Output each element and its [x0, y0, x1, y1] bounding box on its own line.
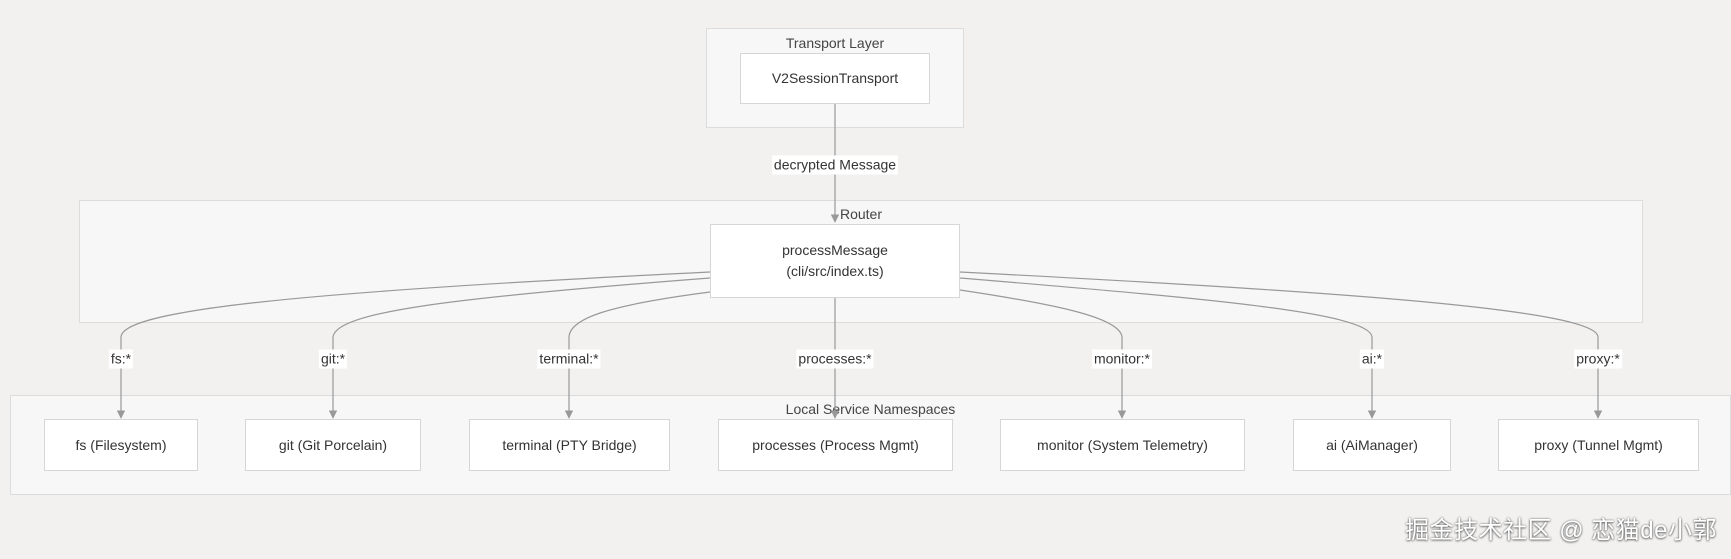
router-title: Router — [839, 206, 883, 222]
edge-label-processes: processes:* — [796, 349, 874, 369]
transport-node: V2SessionTransport — [740, 53, 930, 104]
service-node-monitor: monitor (System Telemetry) — [1000, 419, 1245, 471]
service-node-proxy: proxy (Tunnel Mgmt) — [1498, 419, 1699, 471]
edge-label-decrypted-message: decrypted Message — [771, 155, 899, 175]
service-node-git: git (Git Porcelain) — [245, 419, 421, 471]
watermark: 掘金技术社区 @ 恋猫de小郭 — [1405, 517, 1717, 544]
service-node-processes: processes (Process Mgmt) — [718, 419, 953, 471]
service-node-terminal: terminal (PTY Bridge) — [469, 419, 670, 471]
edge-router-monitor — [959, 289, 1127, 419]
edge-label-fs: fs:* — [108, 349, 134, 369]
edge-label-monitor: monitor:* — [1091, 349, 1153, 369]
services-title: Local Service Namespaces — [785, 401, 956, 417]
transport-layer-title: Transport Layer — [785, 35, 885, 51]
edge-router-git — [328, 277, 711, 419]
service-node-ai: ai (AiManager) — [1293, 419, 1451, 471]
edge-router-terminal — [564, 291, 711, 419]
edge-router-fs — [116, 271, 711, 419]
edge-label-proxy: proxy:* — [1574, 349, 1622, 369]
edge-label-git: git:* — [318, 349, 348, 369]
router-node: processMessage (cli/src/index.ts) — [710, 224, 960, 298]
router-node-line2: (cli/src/index.ts) — [786, 263, 884, 279]
edge-router-proxy — [959, 271, 1603, 419]
edge-label-ai: ai:* — [1359, 349, 1385, 369]
router-node-line1: processMessage — [782, 242, 888, 258]
edge-label-terminal: terminal:* — [537, 349, 601, 369]
edge-router-ai — [959, 277, 1377, 419]
service-node-fs: fs (Filesystem) — [44, 419, 198, 471]
